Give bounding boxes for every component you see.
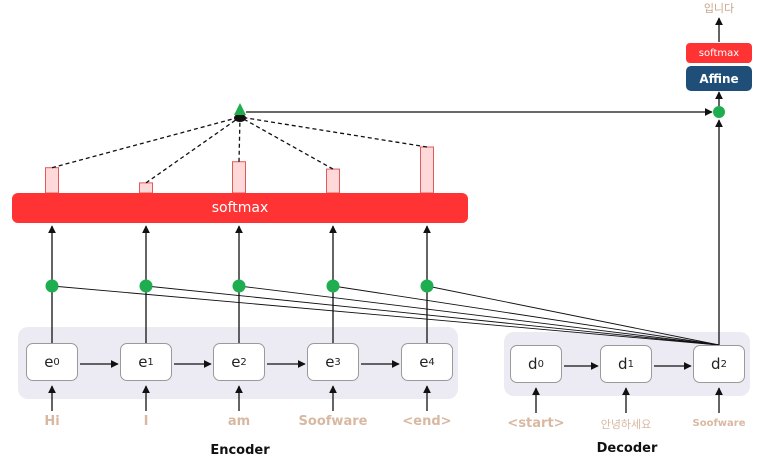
encoder-hidden-dot <box>232 279 246 293</box>
node-base: e <box>419 353 429 371</box>
attention-dashed-line <box>239 116 428 148</box>
output-word: 입니다 <box>703 2 735 15</box>
node-base: d <box>528 355 538 373</box>
context-vector-triangle <box>234 103 246 115</box>
node-subscript: 1 <box>147 356 154 368</box>
attention-weight-bar <box>420 146 434 194</box>
encoder-caption: Encoder <box>210 443 270 458</box>
dot-to-decoder-line <box>51 285 720 346</box>
decoder-input-word-1: 안녕하세요 <box>600 418 652 431</box>
dot-to-decoder-line <box>238 285 720 346</box>
node-subscript: 0 <box>53 356 60 368</box>
attention-dashed-line <box>51 116 241 169</box>
attention-weight-bar <box>139 182 153 194</box>
node-subscript: 4 <box>428 356 435 368</box>
decoder-caption: Decoder <box>596 441 658 456</box>
attention-dashed-line <box>238 116 241 162</box>
attention-dashed-line <box>239 116 334 170</box>
dot-to-decoder-line <box>145 285 720 346</box>
decoder-input-word-0: <start> <box>507 416 565 431</box>
encoder-input-word-4: <end> <box>402 414 452 429</box>
node-base: e <box>138 353 148 371</box>
node-base: e <box>44 353 54 371</box>
attention-weight-bar <box>45 167 59 194</box>
encoder-hidden-dot <box>45 279 59 293</box>
node-subscript: 2 <box>720 358 727 370</box>
node-subscript: 0 <box>537 358 544 370</box>
encoder-input-word-1: I <box>143 414 149 429</box>
weighted-sum-node <box>234 114 246 122</box>
output-softmax-box: softmax <box>686 43 752 63</box>
output-concat-dot <box>713 106 725 118</box>
encoder-hidden-dot <box>326 279 340 293</box>
attention-weight-bar <box>326 168 340 194</box>
affine-box: Affine <box>686 66 752 91</box>
encoder-hidden-dot <box>139 279 153 293</box>
node-subscript: 1 <box>627 358 634 370</box>
dot-to-decoder-line <box>426 285 720 346</box>
decoder-input-word-2: Soofware <box>692 418 746 429</box>
dot-to-decoder-line <box>332 285 720 346</box>
node-base: e <box>325 353 335 371</box>
node-subscript: 2 <box>240 356 247 368</box>
attention-weight-bar <box>232 161 246 194</box>
node-base: d <box>711 355 721 373</box>
node-base: d <box>618 355 628 373</box>
node-subscript: 3 <box>334 356 341 368</box>
encoder-hidden-dot <box>420 279 434 293</box>
attention-softmax-bar: softmax <box>12 193 468 223</box>
node-base: e <box>231 353 241 371</box>
attention-dashed-line <box>145 116 241 184</box>
encoder-input-word-3: Soofware <box>298 414 368 429</box>
encoder-input-word-0: Hi <box>44 414 60 429</box>
encoder-input-word-2: am <box>227 414 251 429</box>
